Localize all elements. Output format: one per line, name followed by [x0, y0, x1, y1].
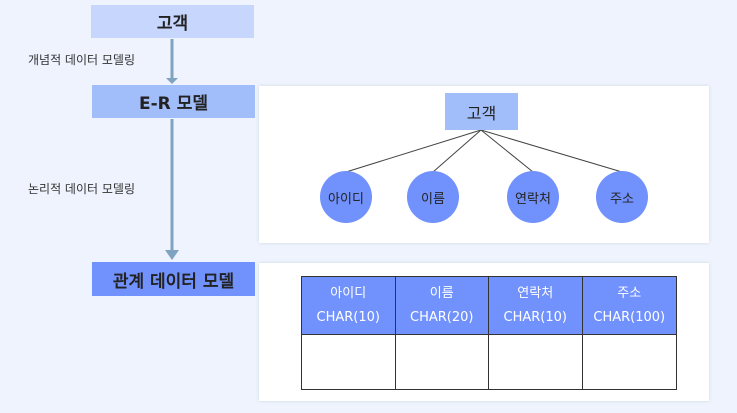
column-type: CHAR(100)	[593, 309, 666, 325]
er-attribute: 주소	[596, 171, 648, 223]
table-row	[301, 334, 677, 390]
er-entity-customer: 고객	[445, 93, 518, 130]
column-header: 아이디 CHAR(10)	[301, 276, 396, 335]
relational-model-box: 관계 데이터 모델	[92, 262, 255, 296]
column-name: 아이디	[330, 285, 367, 301]
column-name: 이름	[429, 285, 454, 301]
table-cell	[394, 334, 489, 390]
column-type: CHAR(10)	[503, 309, 567, 325]
column-header: 연락처 CHAR(10)	[488, 276, 583, 335]
relation-table: 아이디 CHAR(10) 이름 CHAR(20) 연락처 CHAR(10) 주소 CHA…	[301, 276, 677, 390]
column-name: 주소	[617, 285, 642, 301]
er-attribute: 연락처	[507, 171, 559, 223]
arrow-down-icon	[165, 119, 179, 260]
er-attribute: 이름	[407, 171, 459, 223]
er-attribute: 아이디	[320, 171, 372, 223]
logical-modeling-label: 논리적 데이터 모델링	[28, 182, 135, 196]
column-name: 연락처	[517, 285, 554, 301]
customer-box: 고객	[91, 5, 254, 38]
table-cell	[488, 334, 583, 390]
arrow-down-icon	[166, 39, 178, 84]
column-type: CHAR(20)	[410, 309, 474, 325]
column-header: 이름 CHAR(20)	[394, 276, 489, 335]
column-header: 주소 CHAR(100)	[581, 276, 677, 335]
column-type: CHAR(10)	[316, 309, 380, 325]
er-model-box: E-R 모델	[92, 85, 255, 118]
conceptual-modeling-label: 개념적 데이터 모델링	[28, 53, 135, 67]
table-cell	[301, 334, 396, 390]
table-cell	[581, 334, 677, 390]
table-header-row: 아이디 CHAR(10) 이름 CHAR(20) 연락처 CHAR(10) 주소 CHA…	[301, 276, 677, 335]
